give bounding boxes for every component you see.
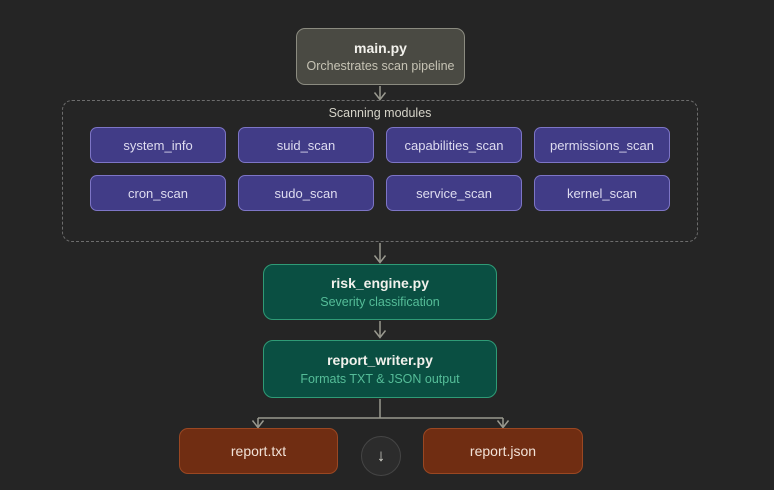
- node-title: risk_engine.py: [330, 275, 430, 292]
- node-service-scan: service_scan: [386, 175, 522, 211]
- arrow-down-icon: ↓: [376, 446, 386, 465]
- node-cron-scan: cron_scan: [90, 175, 226, 211]
- scanning-modules-group: Scanning modules system_info suid_scan c…: [62, 100, 698, 242]
- node-title: main.py: [354, 39, 407, 56]
- node-system-info: system_info: [90, 127, 226, 163]
- node-report-writer: report_writer.py Formats TXT & JSON outp…: [263, 340, 497, 398]
- node-capabilities-scan: capabilities_scan: [386, 127, 522, 163]
- node-suid-scan: suid_scan: [238, 127, 374, 163]
- node-subtitle: Formats TXT & JSON output: [300, 371, 460, 386]
- node-report-json: report.json: [423, 428, 583, 474]
- node-subtitle: Severity classification: [320, 294, 440, 309]
- modules-row-2: cron_scan sudo_scan service_scan kernel_…: [90, 175, 670, 211]
- node-subtitle: Orchestrates scan pipeline: [306, 59, 455, 74]
- node-main-py: main.py Orchestrates scan pipeline: [296, 28, 465, 85]
- node-permissions-scan: permissions_scan: [534, 127, 670, 163]
- node-sudo-scan: sudo_scan: [238, 175, 374, 211]
- node-kernel-scan: kernel_scan: [534, 175, 670, 211]
- node-title: report_writer.py: [327, 352, 433, 369]
- modules-row-1: system_info suid_scan capabilities_scan …: [90, 127, 670, 163]
- node-risk-engine: risk_engine.py Severity classification: [263, 264, 497, 320]
- group-label: Scanning modules: [328, 106, 432, 120]
- scroll-down-button[interactable]: ↓: [361, 436, 401, 476]
- node-report-txt: report.txt: [179, 428, 338, 474]
